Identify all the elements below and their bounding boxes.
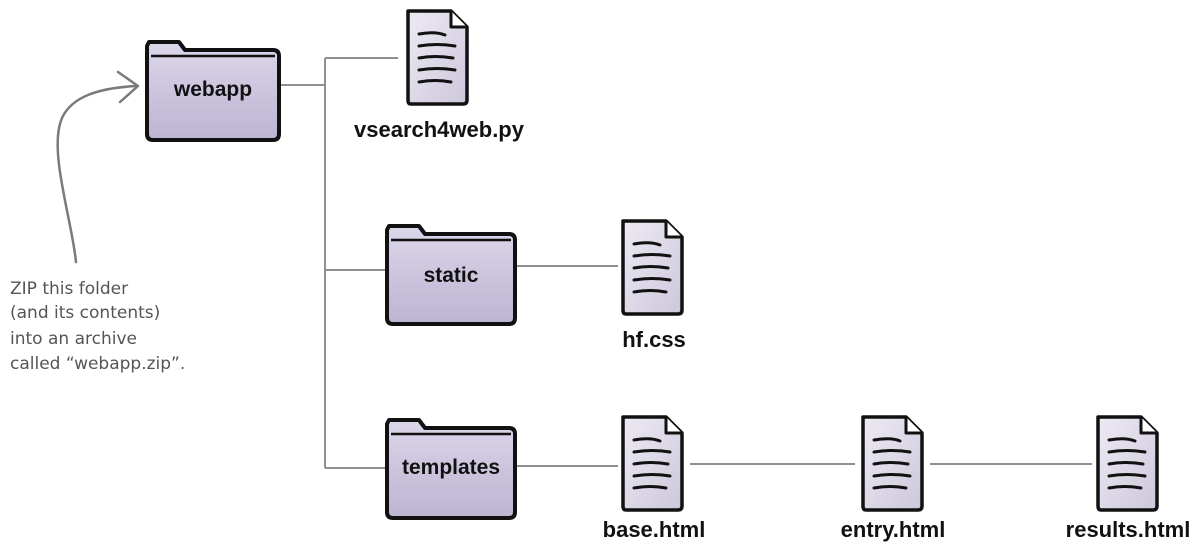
folder-label-static: static <box>424 264 479 287</box>
folder-webapp[interactable]: webapp <box>145 40 281 142</box>
file-label-vsearch4web: vsearch4web.py <box>354 117 525 142</box>
file-icon <box>406 9 469 106</box>
file-label-base-html: base.html <box>603 517 706 542</box>
file-hf-css[interactable]: hf.css <box>621 219 686 352</box>
file-icon <box>621 219 684 316</box>
annotation-line-1: ZIP this folder <box>10 279 128 299</box>
annotation-line-4: called “webapp.zip”. <box>10 354 185 374</box>
folder-label-templates: templates <box>402 456 500 479</box>
folder-icon <box>385 418 517 520</box>
file-icon <box>861 415 924 512</box>
annotation-line-3: into an archive <box>10 329 137 349</box>
folder-icon <box>385 224 517 326</box>
folder-label-webapp: webapp <box>173 78 252 101</box>
file-label-results-html: results.html <box>1066 517 1191 542</box>
file-label-entry-html: entry.html <box>841 517 946 542</box>
file-vsearch4web[interactable]: vsearch4web.py <box>354 9 525 142</box>
annotation-arrow-icon <box>56 84 138 264</box>
file-entry-html[interactable]: entry.html <box>841 415 946 542</box>
file-base-html[interactable]: base.html <box>603 415 706 542</box>
file-icon <box>1096 415 1159 512</box>
annotation-line-2: (and its contents) <box>10 303 160 323</box>
file-icon <box>621 415 684 512</box>
folder-icon <box>145 40 281 142</box>
folder-static[interactable]: static <box>385 224 517 326</box>
file-label-hf-css: hf.css <box>622 327 686 352</box>
zip-annotation: ZIP this folder (and its contents) into … <box>10 70 185 374</box>
annotation-arrowhead-icon <box>116 70 140 104</box>
folder-templates[interactable]: templates <box>385 418 517 520</box>
tree-connectors <box>280 57 1092 469</box>
file-results-html[interactable]: results.html <box>1066 415 1191 542</box>
